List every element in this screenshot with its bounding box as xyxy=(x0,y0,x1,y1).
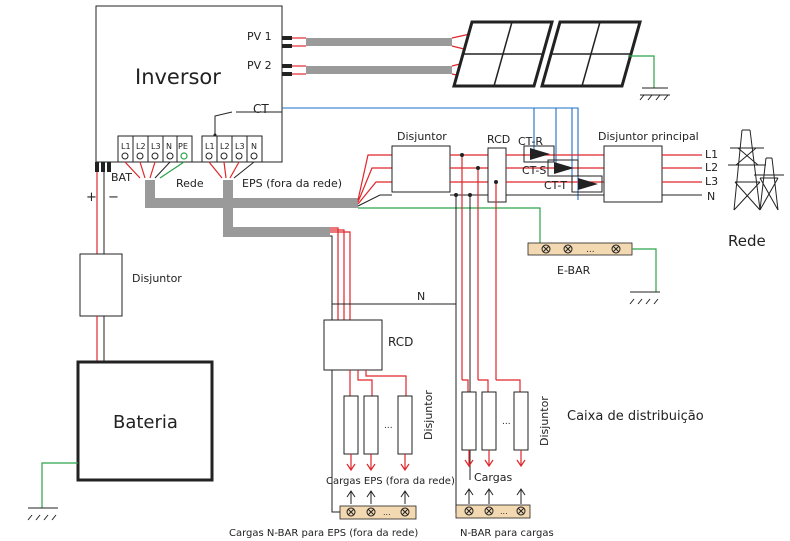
eps-breaker-dots: ... xyxy=(384,421,393,431)
load-breaker-label: Disjuntor xyxy=(538,396,551,446)
load-neutral-arrows xyxy=(464,488,526,504)
eps-load-neutral-arrows xyxy=(346,490,410,504)
svg-text:PE: PE xyxy=(178,142,188,151)
ct-s-clamp xyxy=(547,159,579,177)
svg-text:L3: L3 xyxy=(235,142,245,151)
bat-label: BAT xyxy=(111,171,132,184)
bat-minus-label: − xyxy=(108,190,119,205)
ct-r-label: CT-R xyxy=(518,135,543,148)
ct-s-label: CT-S xyxy=(522,164,546,177)
pv-panel-leads xyxy=(451,33,471,79)
ebar-ground-icon xyxy=(629,291,660,305)
grid-tower-icon xyxy=(728,129,784,211)
svg-text:L2: L2 xyxy=(220,142,230,151)
battery-breaker xyxy=(79,253,123,317)
bat-plus-label: + xyxy=(86,190,97,205)
phase-lines-out xyxy=(662,154,702,183)
nbar-loads-dots: ... xyxy=(500,507,508,516)
ebar-earth-wire xyxy=(632,248,657,292)
svg-text:N: N xyxy=(166,142,172,151)
main-breaker xyxy=(603,145,663,203)
bat-connectors xyxy=(95,162,111,172)
solar-panels xyxy=(452,20,642,88)
pv-connectors xyxy=(282,36,306,76)
nbar-eps-label: Cargas N-BAR para EPS (fora da rede) xyxy=(229,528,418,539)
nbar-eps-dots: ... xyxy=(383,508,391,517)
svg-text:N: N xyxy=(251,142,257,151)
eps-rcd xyxy=(323,319,383,371)
eps-port-label: EPS (fora da rede) xyxy=(242,177,342,190)
ct-label: CT xyxy=(253,102,269,116)
eps-loads-label: Cargas EPS (fora da rede) xyxy=(326,476,455,487)
load-breakers xyxy=(461,391,529,451)
e-bar-dots: ... xyxy=(586,245,595,255)
load-breaker-dots: ... xyxy=(502,417,511,427)
eps-terminal-block: L1 L2 L3 N xyxy=(201,135,263,163)
battery-breaker-label: Disjuntor xyxy=(132,272,182,285)
eps-load-arrows xyxy=(346,454,410,472)
eps-breaker-feeds xyxy=(349,370,407,396)
eps-breakers xyxy=(343,395,413,455)
top-breaker xyxy=(391,145,451,193)
ct-t-clamp xyxy=(571,175,603,193)
battery-label: Bateria xyxy=(113,412,178,433)
nbar-loads-label: N-BAR para cargas xyxy=(460,528,554,539)
e-bar-label: E-BAR xyxy=(557,264,591,277)
eps-neutral xyxy=(330,235,456,320)
earth-to-ebar xyxy=(358,207,541,243)
grid-bus-cable xyxy=(145,180,358,208)
l1-label: L1 xyxy=(705,148,718,161)
ct-r-clamp xyxy=(523,145,555,163)
l3-label: L3 xyxy=(705,175,718,188)
ct-t-label: CT-T xyxy=(544,179,567,192)
grid-leads xyxy=(124,161,156,179)
eps-rcd-label: RCD xyxy=(388,335,413,349)
svg-text:L3: L3 xyxy=(151,142,161,151)
pv2-label: PV 2 xyxy=(247,59,272,72)
top-rcd xyxy=(487,147,507,203)
inverter-title: Inversor xyxy=(135,65,221,89)
eps-phase-wires xyxy=(330,227,351,320)
n-line-label: N xyxy=(707,190,715,203)
panel-earth-wire xyxy=(628,55,655,88)
neutral-n-label: N xyxy=(417,290,425,303)
grid-label: Rede xyxy=(728,232,766,250)
pv1-label: PV 1 xyxy=(247,30,272,43)
nbar-eps-terminals xyxy=(346,507,410,517)
load-arrows xyxy=(464,450,526,468)
panel-ground-icon xyxy=(639,87,670,101)
eps-leads xyxy=(208,161,240,179)
battery-ground-icon xyxy=(27,507,58,521)
eps-bus-cable xyxy=(223,180,330,237)
inverter-relay-switch xyxy=(214,111,282,135)
grid-terminal-block: L1 L2 L3 N PE xyxy=(117,135,193,163)
distribution-box-label: Caixa de distribuição xyxy=(567,409,704,424)
load-phase-wires xyxy=(461,155,497,380)
e-bar-terminals xyxy=(541,244,621,254)
main-breaker-label: Disjuntor principal xyxy=(598,130,699,143)
grid-bus-fanout xyxy=(357,154,392,205)
top-breaker-label: Disjuntor xyxy=(397,130,447,143)
eps-breaker-label: Disjuntor xyxy=(422,390,435,440)
l2-label: L2 xyxy=(705,161,718,174)
svg-text:L1: L1 xyxy=(121,142,131,151)
svg-text:L2: L2 xyxy=(136,142,146,151)
svg-text:L1: L1 xyxy=(205,142,215,151)
battery-box xyxy=(76,360,214,482)
loads-label: Cargas xyxy=(474,471,512,484)
nbar-loads-terminals xyxy=(464,506,526,516)
top-rcd-label: RCD xyxy=(487,133,510,146)
grid-port-label: Rede xyxy=(176,177,204,190)
battery-earth-wire xyxy=(41,462,78,508)
